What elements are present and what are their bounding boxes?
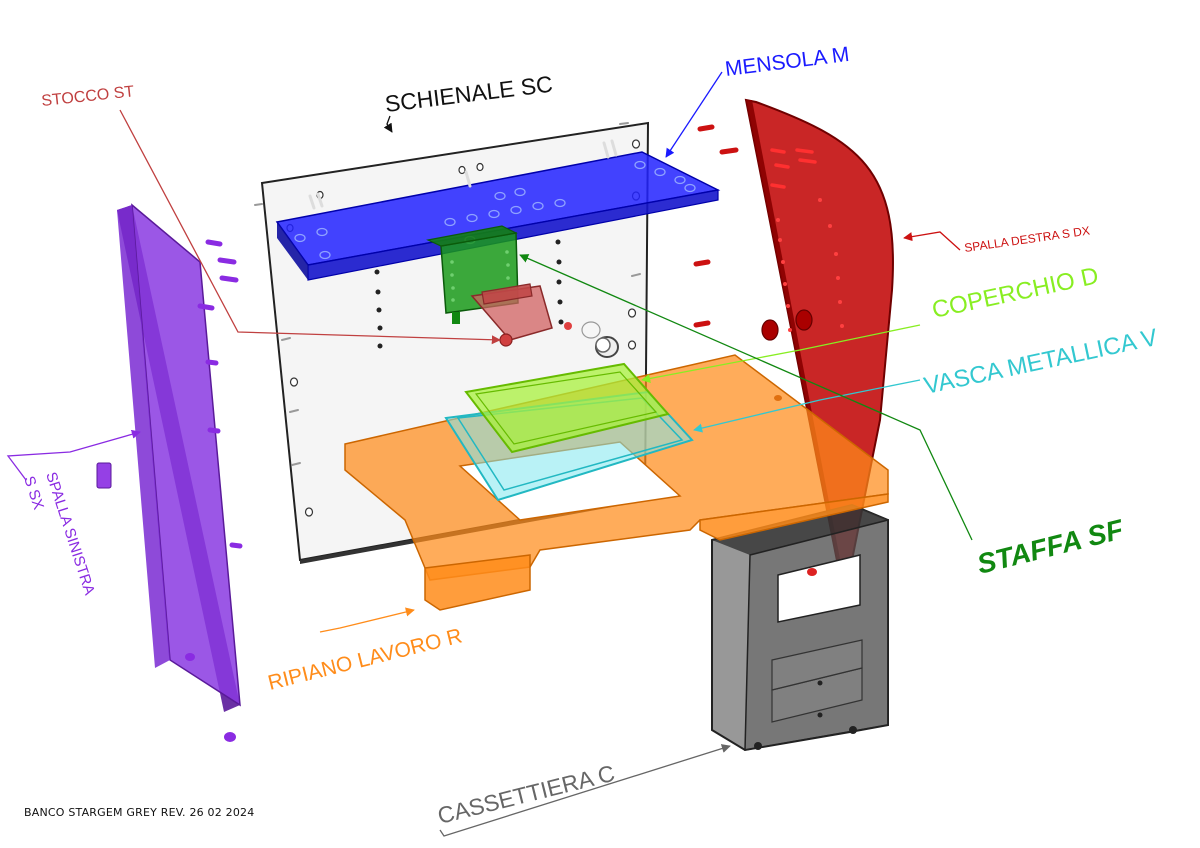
revision-footer: BANCO STARGEM GREY REV. 26 02 2024 (24, 806, 255, 819)
label-stocco: STOCCO ST (41, 83, 136, 110)
part-stocco (470, 283, 572, 347)
label-spalla-destra: SPALLA DESTRA S DX (963, 224, 1090, 255)
schienale-plug-icon (581, 321, 619, 358)
part-cassettiera (711, 503, 889, 752)
label-schienale: SCHIENALE SC (383, 71, 554, 117)
label-coperchio: COPERCHIO D (930, 262, 1101, 324)
part-coperchio (464, 362, 670, 454)
label-spalla-sinistra: SPALLA SINISTRA (42, 470, 98, 597)
label-cassettiera: CASSETTIERA C (435, 760, 617, 829)
label-spalla-sinistra-code: S SX (20, 474, 47, 512)
label-vasca: VASCA METALLICA V (922, 324, 1160, 400)
label-ripiano: RIPIANO LAVORO R (266, 624, 465, 694)
leader-lines (6, 71, 973, 837)
part-spalla-sinistra (96, 203, 243, 742)
label-staffa: STAFFA SF (974, 513, 1127, 579)
label-mensola: MENSOLA M (724, 43, 851, 81)
